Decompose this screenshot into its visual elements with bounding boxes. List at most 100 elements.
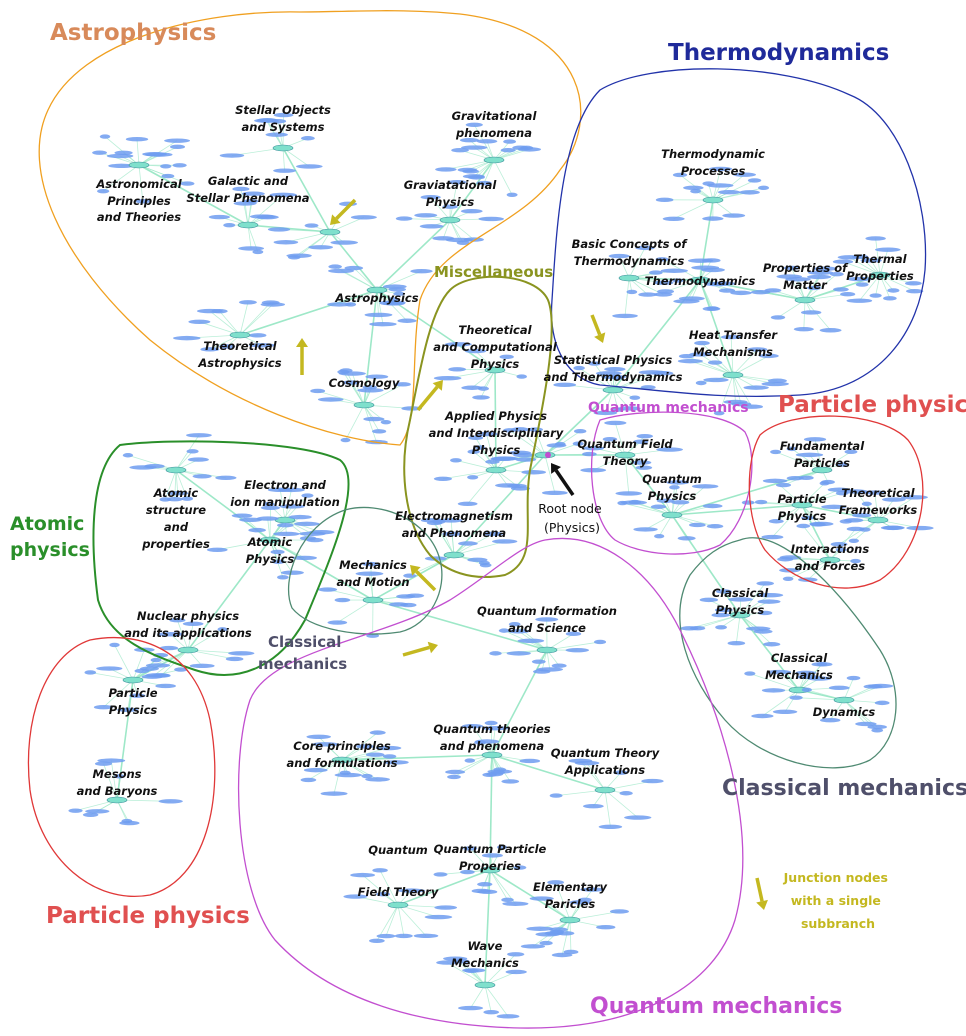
label-applied-physics-line-3: Physics xyxy=(472,443,521,457)
graph-leaf-node xyxy=(572,441,584,446)
graph-leaf-node xyxy=(166,496,183,502)
graph-leaf-node xyxy=(743,385,769,390)
graph-leaf-node xyxy=(379,300,395,306)
graph-leaf-node xyxy=(365,777,390,782)
graph-leaf-node xyxy=(855,721,877,727)
graph-hub-node xyxy=(559,916,581,924)
graph-leaf-node xyxy=(215,475,237,481)
graph-edge xyxy=(345,370,365,406)
graph-leaf-node xyxy=(457,167,478,173)
graph-leaf-node xyxy=(365,752,385,757)
graph-leaf-node xyxy=(464,758,476,763)
graph-edge xyxy=(136,139,140,166)
graph-edge xyxy=(187,539,271,651)
graph-leaf-node xyxy=(68,808,83,813)
label-particle-physics-left-line-2: Physics xyxy=(109,703,158,717)
graph-leaf-node xyxy=(363,416,385,422)
graph-leaf-node xyxy=(388,287,407,292)
graph-leaf-node xyxy=(273,168,296,173)
graph-edge xyxy=(604,789,639,818)
graph-leaf-node xyxy=(376,933,396,939)
graph-edge xyxy=(787,559,831,580)
group-title-classical-small-line-2: mechanics xyxy=(258,655,347,673)
graph-leaf-node xyxy=(476,139,498,144)
graph-leaf-node xyxy=(256,516,279,521)
graph-leaf-node xyxy=(241,191,265,196)
graph-leaf-node xyxy=(496,1014,520,1019)
graph-leaf-node xyxy=(129,693,146,698)
graph-leaf-node xyxy=(807,270,834,275)
graph-leaf-node xyxy=(119,820,140,826)
graph-edge xyxy=(127,454,177,471)
graph-leaf-node xyxy=(330,240,359,245)
graph-edge xyxy=(114,644,134,681)
graph-leaf-node xyxy=(730,290,752,296)
graph-leaf-node xyxy=(757,599,781,604)
label-astrophysics-line-1: Astrophysics xyxy=(334,291,418,305)
graph-leaf-node xyxy=(617,500,628,506)
label-quantum-theories-line-1: Quantum theories xyxy=(433,722,550,736)
group-title-miscellaneous: Miscellaneous xyxy=(434,263,553,281)
graph-leaf-node xyxy=(800,310,822,315)
graph-edge xyxy=(343,371,365,406)
label-astrophysics: Astrophysics xyxy=(334,291,418,305)
graph-leaf-node xyxy=(394,933,413,939)
graph-edge xyxy=(732,349,758,376)
group-title-quantum-small: Quantum mechanics xyxy=(588,400,749,416)
graph-leaf-node xyxy=(506,192,518,197)
graph-leaf-node xyxy=(629,395,641,400)
graph-leaf-node xyxy=(357,388,384,393)
graph-leaf-node xyxy=(881,497,906,502)
graph-leaf-node xyxy=(761,534,784,540)
label-galactic-stellar-line-1: Galactic and xyxy=(208,174,289,188)
graph-leaf-node xyxy=(677,536,696,541)
graph-hub-node xyxy=(439,216,461,224)
label-properties-of-matter-line-2: Matter xyxy=(783,278,828,292)
graph-edge xyxy=(628,247,646,279)
label-mechanics-motion-line-1: Mechanics xyxy=(339,558,407,572)
graph-leaf-node xyxy=(508,450,532,455)
graph-leaf-node xyxy=(405,593,425,598)
label-qft-bottom-line-1: Quantum xyxy=(368,843,428,857)
graph-edge xyxy=(561,919,571,956)
graph-leaf-node xyxy=(588,361,601,366)
graph-leaf-node xyxy=(82,812,99,818)
graph-leaf-node xyxy=(837,255,862,260)
graph-leaf-node xyxy=(150,657,162,663)
graph-leaf-node xyxy=(821,504,847,510)
graph-leaf-node xyxy=(265,132,288,137)
graph-leaf-node xyxy=(529,896,554,901)
thermodynamics-outline xyxy=(550,68,927,398)
graph-leaf-node xyxy=(477,889,498,895)
graph-edge xyxy=(449,159,495,221)
graph-leaf-node xyxy=(172,163,187,168)
graph-leaf-node xyxy=(708,166,733,172)
graph-leaf-node xyxy=(186,433,212,438)
graph-leaf-node xyxy=(96,666,123,671)
label-mesons-baryons-line-1: Mesons xyxy=(92,767,141,781)
graph-leaf-node xyxy=(122,453,134,458)
graph-leaf-node xyxy=(208,214,230,220)
label-particle-physics-left-line-1: Particle xyxy=(108,686,157,700)
graph-leaf-node xyxy=(383,760,409,765)
graph-leaf-node xyxy=(334,597,351,603)
graph-leaf-node xyxy=(539,940,553,946)
graph-edge xyxy=(491,649,548,756)
graph-leaf-node xyxy=(829,271,844,277)
graph-leaf-node xyxy=(720,334,742,340)
label-nuclear-physics-line-2: and its applications xyxy=(124,626,252,640)
graph-leaf-node xyxy=(833,287,849,292)
graph-leaf-node xyxy=(744,671,756,676)
graph-leaf-node xyxy=(761,688,786,693)
root-node-label-line-1: Root node xyxy=(538,501,602,516)
graph-leaf-node xyxy=(535,617,559,622)
graph-leaf-node xyxy=(458,1005,484,1011)
label-interactions-forces-line-1: Interactions xyxy=(791,542,870,556)
graph-leaf-node xyxy=(565,631,582,637)
graph-edge xyxy=(397,904,405,936)
